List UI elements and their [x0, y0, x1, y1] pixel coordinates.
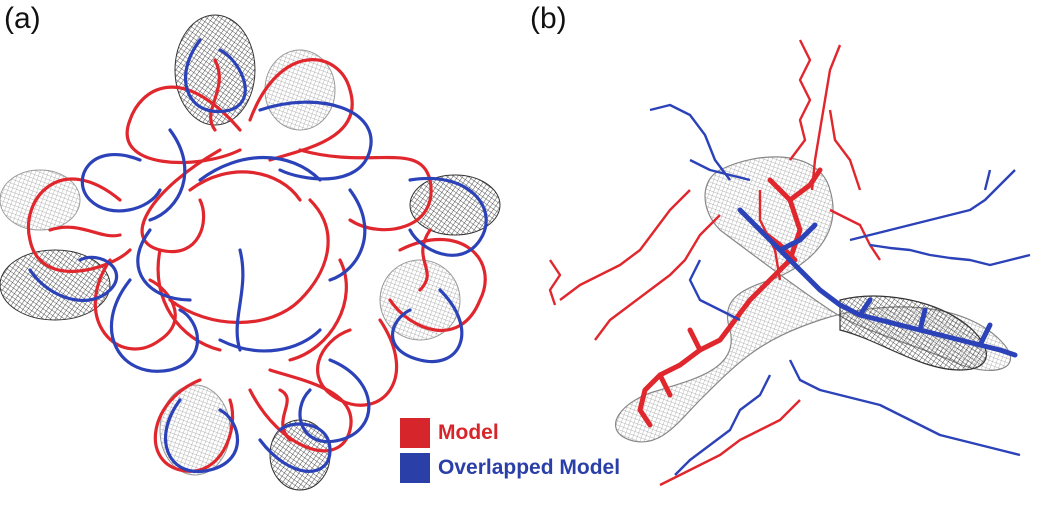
legend-item-overlapped-model: Overlapped Model: [400, 453, 620, 483]
panel-a-structure: [0, 14, 501, 491]
panel-b-structure: [548, 39, 1031, 487]
panel-b-overlapped-sticks: [649, 103, 1031, 476]
legend-swatch-overlapped-model: [400, 453, 430, 483]
legend-label-model: Model: [438, 421, 499, 444]
legend-item-model: Model: [400, 418, 499, 448]
panel-a-model-ribbon: [27, 58, 487, 473]
legend-label-overlapped-model: Overlapped Model: [438, 456, 621, 479]
panel-b-overlapped-ligand: [737, 207, 1018, 358]
panel-b-model-sticks: [548, 39, 881, 487]
panel-b-density-mesh: [615, 156, 1012, 443]
legend-swatch-model: [400, 418, 430, 448]
panel-a-overlapped-ribbon: [28, 38, 488, 474]
panel-label-a: (a): [4, 2, 41, 35]
panel-label-b: (b): [530, 2, 567, 35]
panel-a-density-mesh: [0, 14, 501, 491]
